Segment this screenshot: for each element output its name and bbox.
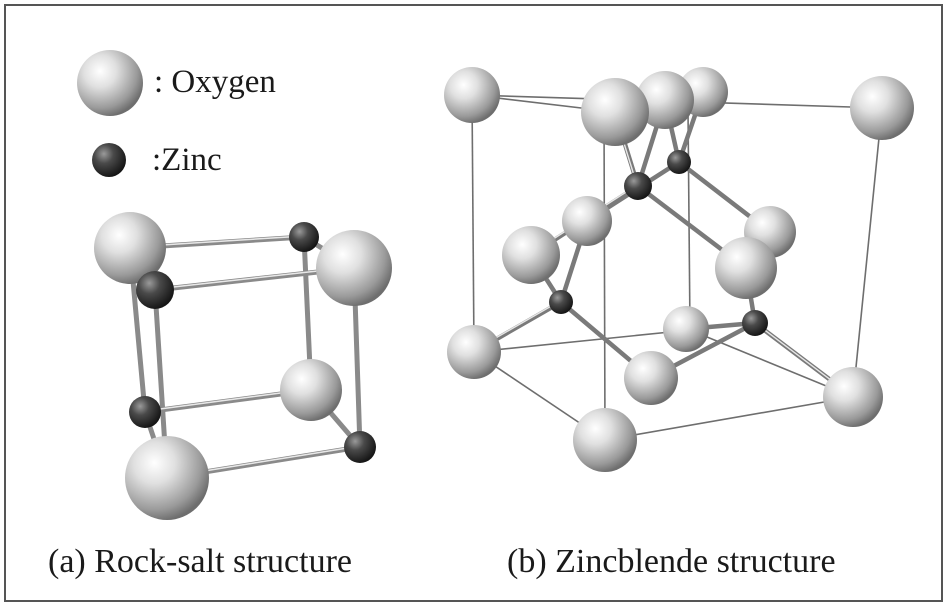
zincblende-structure	[444, 67, 914, 472]
zincblende-zinc-atom	[667, 150, 691, 174]
zincblende-zinc-atom	[624, 172, 652, 200]
caption-rock-salt: (a) Rock-salt structure	[48, 543, 352, 580]
zincblende-oxygen-atom	[502, 226, 560, 284]
zincblende-oxygen-atom	[562, 196, 612, 246]
zincblende-oxygen-atom	[715, 237, 777, 299]
legend	[77, 50, 143, 177]
rock-salt-structure	[94, 212, 392, 520]
zincblende-cube-edges	[471, 94, 883, 441]
zincblende-oxygen-atom	[447, 325, 501, 379]
rock-salt-oxygen-atom	[316, 230, 392, 306]
rock-salt-zinc-atom	[129, 396, 161, 428]
zincblende-zinc-atom	[549, 290, 573, 314]
zincblende-oxygen-atom	[624, 351, 678, 405]
rock-salt-zinc-atom	[344, 431, 376, 463]
rock-salt-zinc-atom	[136, 271, 174, 309]
zincblende-oxygen-atom	[850, 76, 914, 140]
legend-oxygen-label: : Oxygen	[154, 64, 276, 100]
rock-salt-zinc-atom	[289, 222, 319, 252]
zincblende-zinc-atom	[742, 310, 768, 336]
zincblende-oxygen-atom	[663, 306, 709, 352]
zincblende-oxygen-atom	[444, 67, 500, 123]
legend-oxygen-atom	[77, 50, 143, 116]
legend-zinc-atom	[92, 143, 126, 177]
zincblende-oxygen-atom	[581, 78, 649, 146]
rock-salt-oxygen-atom	[94, 212, 166, 284]
caption-zincblende: (b) Zincblende structure	[507, 543, 836, 580]
rock-salt-oxygen-atom	[280, 359, 342, 421]
zincblende-oxygen-atom	[636, 71, 694, 129]
rock-salt-oxygen-atom	[125, 436, 209, 520]
legend-zinc-label: :Zinc	[152, 142, 222, 178]
zincblende-oxygen-atom	[823, 367, 883, 427]
zincblende-oxygen-atom	[573, 408, 637, 472]
